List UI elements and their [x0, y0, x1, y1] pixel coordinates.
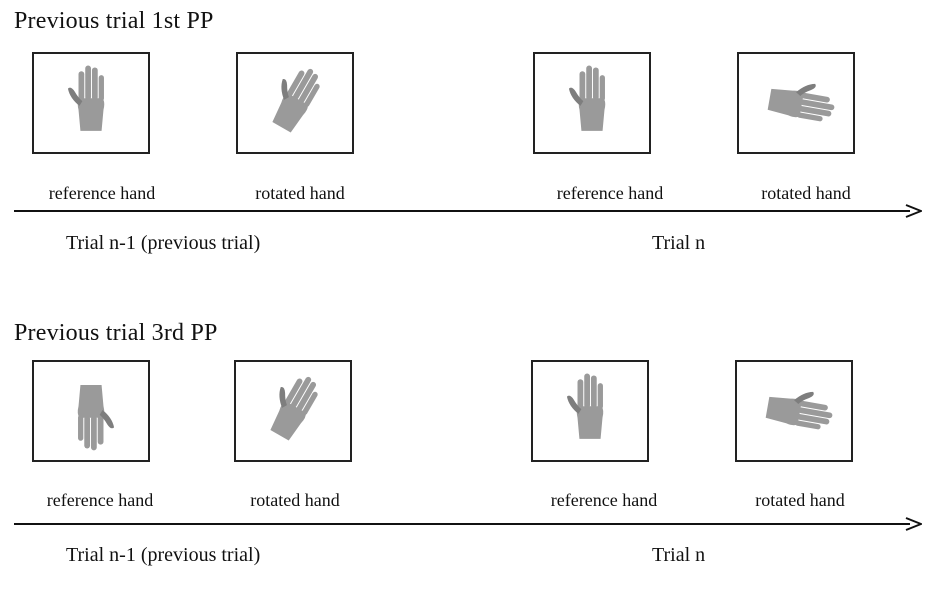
- reference-hand-frame: [531, 360, 649, 462]
- trial-label-current: Trial n: [652, 544, 706, 566]
- panel-heading: Previous trial 1st PP: [14, 8, 214, 34]
- rotated-hand-frame: [236, 52, 354, 154]
- frame-caption: reference hand: [556, 183, 664, 203]
- hand-fingers-down-icon: [77, 385, 115, 451]
- frame-caption: rotated hand: [755, 490, 845, 510]
- frame-caption: reference hand: [46, 490, 154, 510]
- rotated-hand-frame: [234, 360, 352, 462]
- hand-palm-up-icon: [765, 391, 833, 430]
- timeline-arrow: [14, 517, 922, 531]
- hand-palm-up-icon: [568, 65, 606, 131]
- frame-caption: reference hand: [48, 183, 156, 203]
- hand-palm-up-icon: [272, 68, 320, 133]
- reference-hand-frame: [32, 360, 150, 462]
- timeline-arrow: [14, 204, 922, 218]
- hand-palm-up-icon: [566, 373, 604, 439]
- rotated-hand-frame: [735, 360, 853, 462]
- hand-palm-up-icon: [767, 83, 835, 122]
- reference-hand-frame: [533, 52, 651, 154]
- trial-label-previous: Trial n-1 (previous trial): [66, 544, 261, 566]
- frame-caption: rotated hand: [761, 183, 851, 203]
- frame-caption: reference hand: [550, 490, 658, 510]
- panel-heading: Previous trial 3rd PP: [14, 320, 218, 346]
- trial-label-previous: Trial n-1 (previous trial): [66, 232, 261, 254]
- reference-hand-frame: [32, 52, 150, 154]
- panel-third-person: Previous trial 3rd PP reference hand rot…: [0, 312, 925, 597]
- rotated-hand-frame: [737, 52, 855, 154]
- frame-caption: rotated hand: [255, 183, 345, 203]
- frame-caption: rotated hand: [250, 490, 340, 510]
- panel-first-person: Previous trial 1st PP reference hand rot…: [0, 0, 925, 285]
- trial-label-current: Trial n: [652, 232, 706, 254]
- hand-palm-up-icon: [270, 376, 318, 441]
- hand-palm-up-icon: [67, 65, 105, 131]
